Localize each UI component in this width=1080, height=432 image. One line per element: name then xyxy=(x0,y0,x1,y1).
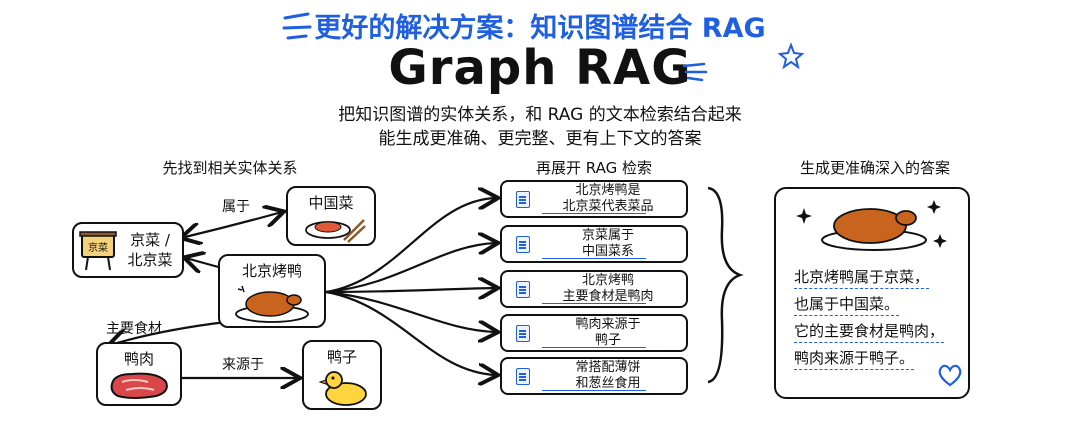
chunk-line-1: 北京烤鸭是 xyxy=(575,183,641,198)
chunks-brace xyxy=(707,186,744,384)
sign-text: 京菜 xyxy=(88,241,108,254)
heart-icon xyxy=(938,364,962,387)
chunk-underline xyxy=(542,389,646,391)
fan-edge-3 xyxy=(325,288,496,292)
fan-edge-5 xyxy=(325,290,496,375)
chunk-line-1: 京菜属于 xyxy=(581,228,634,243)
sparkle-right-icon xyxy=(682,62,708,82)
duckling-icon xyxy=(318,371,367,406)
node-duck-meat-label: 鸭肉 xyxy=(123,350,154,368)
star-doodle-icon xyxy=(777,42,805,70)
node-beijing-cuisine-label: 京菜 / 北京菜 xyxy=(127,231,173,269)
retrieved-chunk: 北京烤鸭是北京菜代表菜品 xyxy=(500,180,688,218)
dish-chopsticks-icon xyxy=(305,219,366,243)
retrieved-chunk: 鸭肉来源于鸭子 xyxy=(500,314,688,352)
chunk-line-2: 北京菜代表菜品 xyxy=(562,199,654,214)
right-column-title: 生成更准确深入的答案 xyxy=(799,159,950,177)
node-duck: 鸭子 xyxy=(302,340,382,410)
fan-edge-1 xyxy=(325,198,496,294)
edge-main-ingredient xyxy=(110,320,227,345)
edge-label-belongs-to: 属于 xyxy=(222,199,250,215)
chunk-line-2: 鸭子 xyxy=(594,333,621,348)
node-beijing-cuisine: 京菜 京菜 / 北京菜 xyxy=(72,222,184,278)
fan-edge-4 xyxy=(325,290,496,332)
node-peking-duck-label: 北京烤鸭 xyxy=(241,262,302,280)
node-chinese-cuisine-label: 中国菜 xyxy=(308,194,354,212)
answer-line-2: 也属于中国菜。 xyxy=(794,293,900,316)
answer-line-1: 北京烤鸭属于京菜， xyxy=(794,266,930,289)
roast-duck-icon xyxy=(235,285,309,323)
document-icon xyxy=(516,191,530,208)
chunk-underline xyxy=(542,212,646,214)
chunk-underline xyxy=(542,346,646,348)
answer-line-3: 它的主要食材是鸭肉， xyxy=(794,320,945,343)
document-icon xyxy=(516,281,530,298)
edge-label-comes-from: 来源于 xyxy=(222,357,264,373)
edge-duck-to-cuisine xyxy=(186,258,223,268)
document-icon xyxy=(516,325,530,342)
chunk-line-1: 北京烤鸭 xyxy=(581,273,634,288)
retrieved-chunk: 京菜属于中国菜系 xyxy=(500,225,688,263)
chunk-underline xyxy=(542,257,646,259)
document-icon xyxy=(516,236,530,253)
answer-roast-duck-icon xyxy=(796,200,947,251)
restaurant-sign-icon: 京菜 xyxy=(79,231,117,271)
retrieved-chunk: 常搭配薄饼和葱丝食用 xyxy=(500,357,688,395)
chunk-line-2: 主要食材是鸭肉 xyxy=(562,289,654,304)
middle-column-title: 再展开 RAG 检索 xyxy=(536,159,652,177)
meat-steak-icon xyxy=(110,372,168,399)
subtitle: 更好的解决方案：知识图谱结合 RAG xyxy=(0,6,1080,45)
retrieved-chunk: 北京烤鸭主要食材是鸭肉 xyxy=(500,270,688,308)
left-column-title: 先找到相关实体关系 xyxy=(162,159,298,177)
node-chinese-cuisine: 中国菜 xyxy=(286,186,376,246)
main-title: Graph RAG xyxy=(388,40,692,96)
subtitle-text: 更好的解决方案：知识图谱结合 RAG xyxy=(314,13,766,44)
chunk-line-1: 常搭配薄饼 xyxy=(575,360,641,375)
edge-belongs-to xyxy=(185,212,282,237)
chunk-line-2: 和葱丝食用 xyxy=(575,376,641,391)
fan-edge-2 xyxy=(325,243,496,294)
answer-line-4: 鸭肉来源于鸭子。 xyxy=(794,347,915,370)
node-peking-duck: 北京烤鸭 xyxy=(218,254,326,328)
node-duck-meat: 鸭肉 xyxy=(96,342,182,406)
chunk-underline xyxy=(542,302,646,304)
description-line-2: 能生成更准确、更完整、更有上下文的答案 xyxy=(378,129,702,149)
sparkle-left-icon xyxy=(282,12,312,40)
node-duck-label: 鸭子 xyxy=(326,348,357,366)
description-line-1: 把知识图谱的实体关系，和 RAG 的文本检索结合起来 xyxy=(338,105,742,125)
document-icon xyxy=(516,368,530,385)
edge-label-main-ingredient: 主要食材 xyxy=(106,321,162,337)
chunk-line-2: 中国菜系 xyxy=(581,244,634,259)
chunk-line-1: 鸭肉来源于 xyxy=(575,317,641,332)
